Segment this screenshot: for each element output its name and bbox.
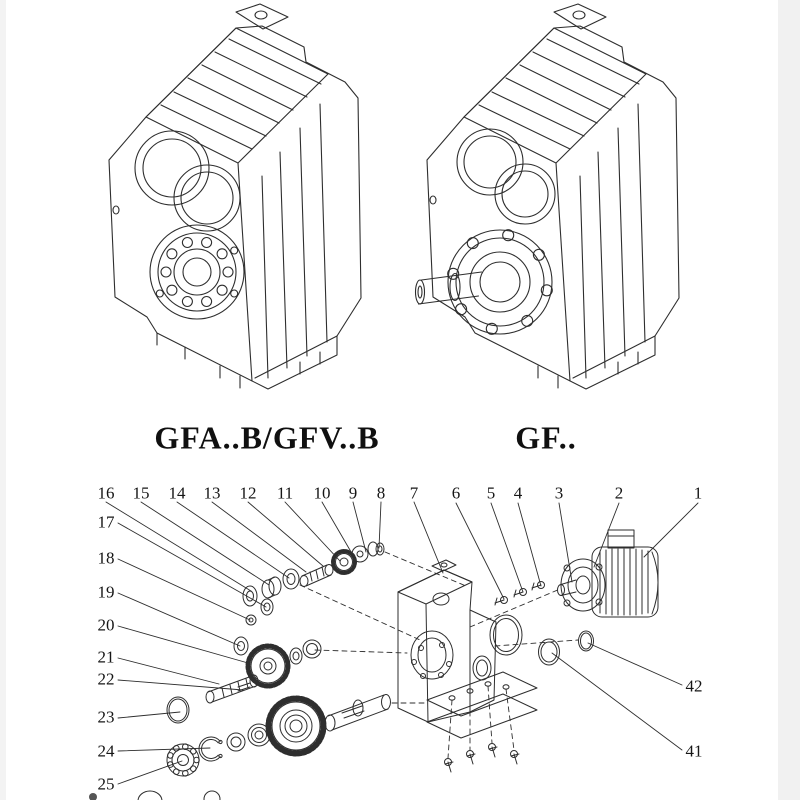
model-label-gfa-b-gfv-b: GFA..B/GFV..B	[154, 419, 380, 456]
callout-19: 19	[97, 582, 115, 602]
construction-axes	[299, 551, 579, 759]
callout-42: 42	[685, 676, 703, 696]
callout-24: 24	[97, 741, 115, 761]
callout-3: 3	[554, 483, 564, 503]
exploded-parts-diagram	[89, 501, 699, 800]
input-shaft-assembly-drawing	[233, 541, 385, 656]
callout-15: 15	[132, 483, 150, 503]
output-shaft-assembly-drawing	[166, 694, 391, 777]
callout-25: 25	[97, 774, 115, 794]
left-gearbox-drawing	[108, 3, 362, 390]
leader-lines	[105, 501, 699, 785]
callout-1: 1	[693, 483, 703, 503]
callout-4: 4	[513, 483, 523, 503]
page-edge-right	[778, 0, 800, 800]
output-shaft-drawing	[414, 271, 483, 305]
intermediate-shaft-assembly-drawing	[205, 639, 322, 704]
callout-5: 5	[486, 483, 496, 503]
mounting-plate-drawing	[426, 671, 538, 773]
callout-2: 2	[614, 483, 624, 503]
right-gearbox-drawing	[414, 3, 680, 390]
callout-9: 9	[348, 483, 358, 503]
gear-housing-drawing	[397, 559, 497, 723]
callout-20: 20	[97, 615, 115, 635]
callout-18: 18	[97, 548, 115, 568]
callout-7: 7	[409, 483, 419, 503]
bearing-face-drawing	[149, 224, 245, 320]
callout-12: 12	[239, 483, 257, 503]
callout-8: 8	[376, 483, 386, 503]
callout-14: 14	[168, 483, 186, 503]
cover-rings-drawing	[489, 581, 594, 666]
callout-11: 11	[276, 483, 294, 503]
cut-off-parts-drawing	[89, 790, 221, 800]
motor-drawing	[557, 529, 659, 618]
callout-16: 16	[97, 483, 115, 503]
callout-41: 41	[685, 741, 703, 761]
model-label-gf: GF..	[515, 419, 577, 456]
callout-21: 21	[97, 647, 115, 667]
callout-6: 6	[451, 483, 461, 503]
callout-23: 23	[97, 707, 115, 727]
output-flange-drawing	[447, 229, 553, 335]
callout-17: 17	[97, 512, 115, 532]
callout-22: 22	[97, 669, 115, 689]
callout-13: 13	[203, 483, 221, 503]
page-edge-left	[0, 0, 6, 800]
callout-10: 10	[313, 483, 331, 503]
